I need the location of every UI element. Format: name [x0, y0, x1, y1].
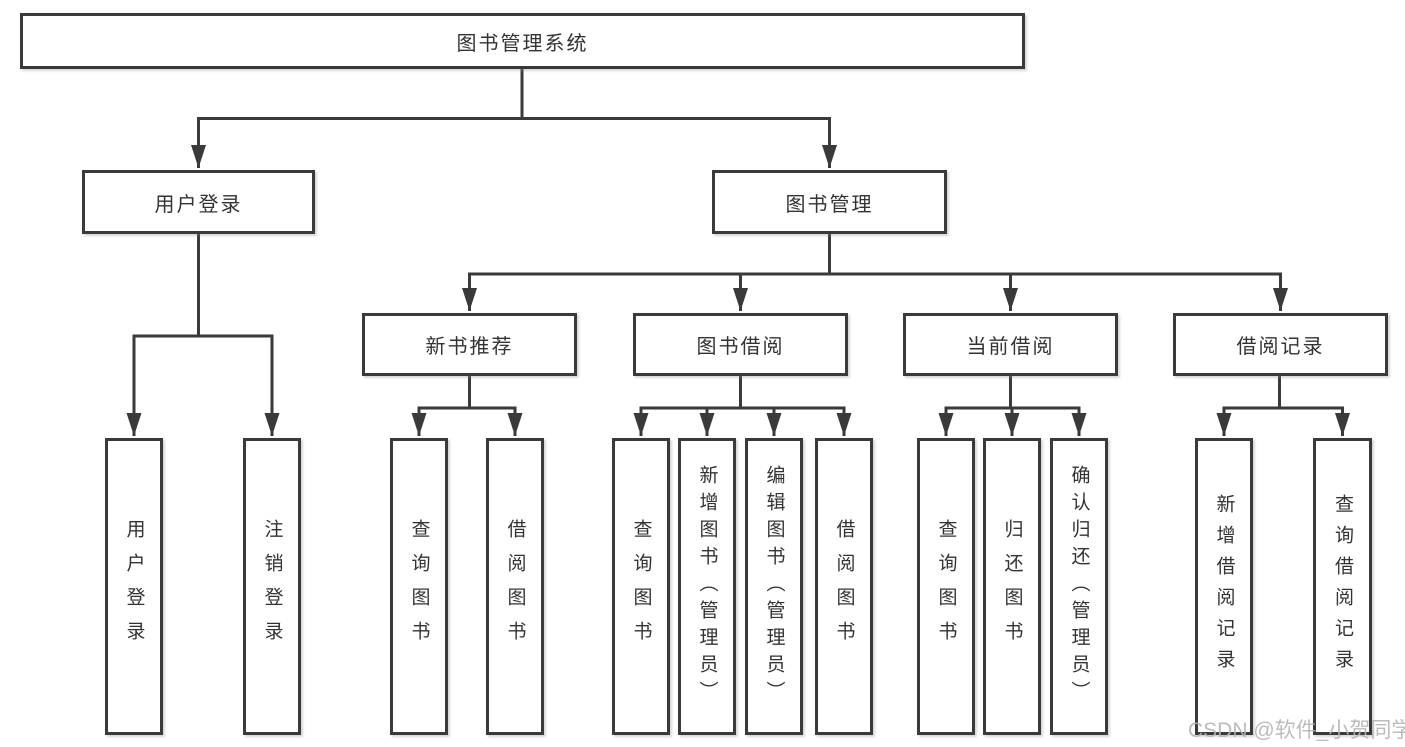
node-book-borrow: 图书借阅 — [633, 313, 848, 376]
leaf-label: 查询图书 — [630, 518, 652, 655]
node-label: 用户登录 — [154, 193, 243, 216]
connector-current-borrow-to-leaves — [938, 376, 1087, 436]
leaf-label: 查询图书 — [408, 518, 430, 655]
leaf-borrow-books-1: 借阅图书 — [486, 438, 544, 735]
leaf-label: 归还图书 — [1001, 518, 1023, 655]
node-library-system-root: 图书管理系统 — [20, 13, 1025, 69]
leaf-query-books-1: 查询图书 — [390, 438, 448, 735]
node-book-management: 图书管理 — [712, 170, 947, 234]
leaf-label: 查询借阅记录 — [1332, 493, 1353, 680]
leaf-label: 编辑图书（管理员） — [763, 465, 785, 708]
node-user-login: 用户登录 — [82, 170, 315, 234]
leaf-add-borrow-record: 新增借阅记录 — [1195, 438, 1253, 735]
leaf-query-books-3: 查询图书 — [917, 438, 975, 735]
leaf-label: 查询图书 — [935, 518, 957, 655]
node-label: 图书借阅 — [696, 336, 785, 358]
node-label: 新书推荐 — [425, 336, 514, 358]
node-label: 图书管理 — [785, 193, 874, 216]
connector-borrow-records-to-leaves — [1216, 376, 1350, 436]
node-new-book-recommend: 新书推荐 — [362, 313, 577, 376]
leaf-label: 用户登录 — [123, 518, 145, 655]
connector-user-login-to-leaves — [126, 234, 280, 436]
leaf-confirm-return-admin: 确认归还（管理员） — [1050, 438, 1108, 735]
node-current-borrow: 当前借阅 — [903, 313, 1118, 376]
leaf-edit-books-admin: 编辑图书（管理员） — [745, 438, 803, 735]
node-label: 图书管理系统 — [456, 32, 589, 55]
node-borrow-records: 借阅记录 — [1173, 313, 1388, 376]
connector-book-mgmt-to-level3 — [462, 233, 1288, 311]
leaf-label: 新增图书（管理员） — [696, 465, 718, 708]
leaf-label: 借阅图书 — [833, 518, 855, 655]
leaf-borrow-books-2: 借阅图书 — [815, 438, 873, 735]
connector-new-books-to-leaves — [411, 376, 523, 436]
node-label: 当前借阅 — [966, 336, 1055, 358]
leaf-query-borrow-record: 查询借阅记录 — [1313, 438, 1372, 735]
leaf-label: 借阅图书 — [504, 518, 526, 655]
node-label: 借阅记录 — [1236, 336, 1325, 358]
leaf-add-books-admin: 新增图书（管理员） — [678, 438, 736, 735]
leaf-label: 确认归还（管理员） — [1068, 465, 1090, 708]
connector-root-to-level2 — [191, 67, 837, 168]
leaf-label: 新增借阅记录 — [1213, 493, 1235, 680]
leaf-query-books-2: 查询图书 — [612, 438, 670, 735]
leaf-return-books: 归还图书 — [983, 438, 1041, 735]
leaf-user-login: 用户登录 — [105, 438, 163, 735]
leaf-label: 注销登录 — [261, 518, 283, 655]
leaf-logout: 注销登录 — [243, 438, 301, 735]
connector-book-borrow-to-leaves — [633, 374, 852, 436]
csdn-watermark: CSDN @软件_小贺同学 — [1188, 719, 1405, 742]
